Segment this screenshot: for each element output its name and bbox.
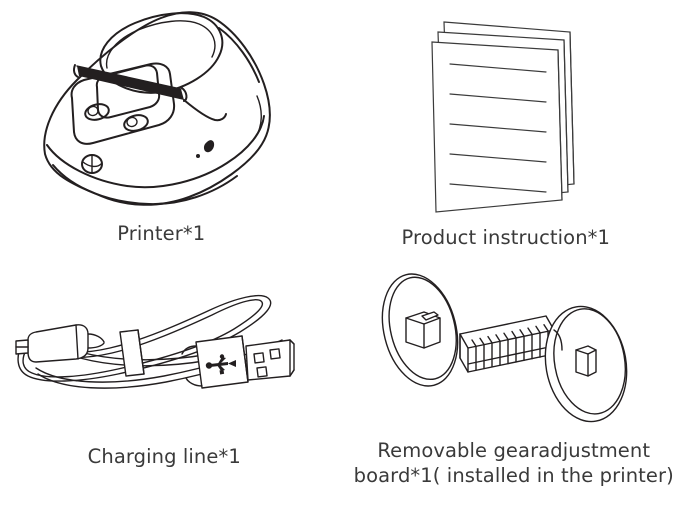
item-printer: Printer*1 — [0, 0, 341, 268]
usb-logo-icon — [206, 354, 237, 375]
left-hub — [405, 311, 441, 349]
instruction-booklet-icon — [431, 21, 575, 213]
printer-caption: Printer*1 — [117, 222, 206, 245]
charging-line-caption: Charging line*1 — [87, 445, 241, 468]
item-charging-line: Charging line*1 — [0, 268, 341, 513]
right-hub — [575, 345, 597, 377]
product-instruction-caption: Product instruction*1 — [401, 226, 611, 249]
item-gear-adjustment-board: Removable gearadjustment board*1( instal… — [341, 268, 681, 513]
printer-icon — [43, 11, 272, 206]
charging-cable-icon — [15, 294, 295, 389]
gear-adjustment-board-caption: Removable gearadjustment board*1( instal… — [353, 439, 674, 487]
rack-teeth-top — [471, 324, 549, 347]
gear-adjustment-board-icon — [381, 273, 628, 423]
item-product-instruction: Product instruction*1 — [341, 0, 681, 268]
